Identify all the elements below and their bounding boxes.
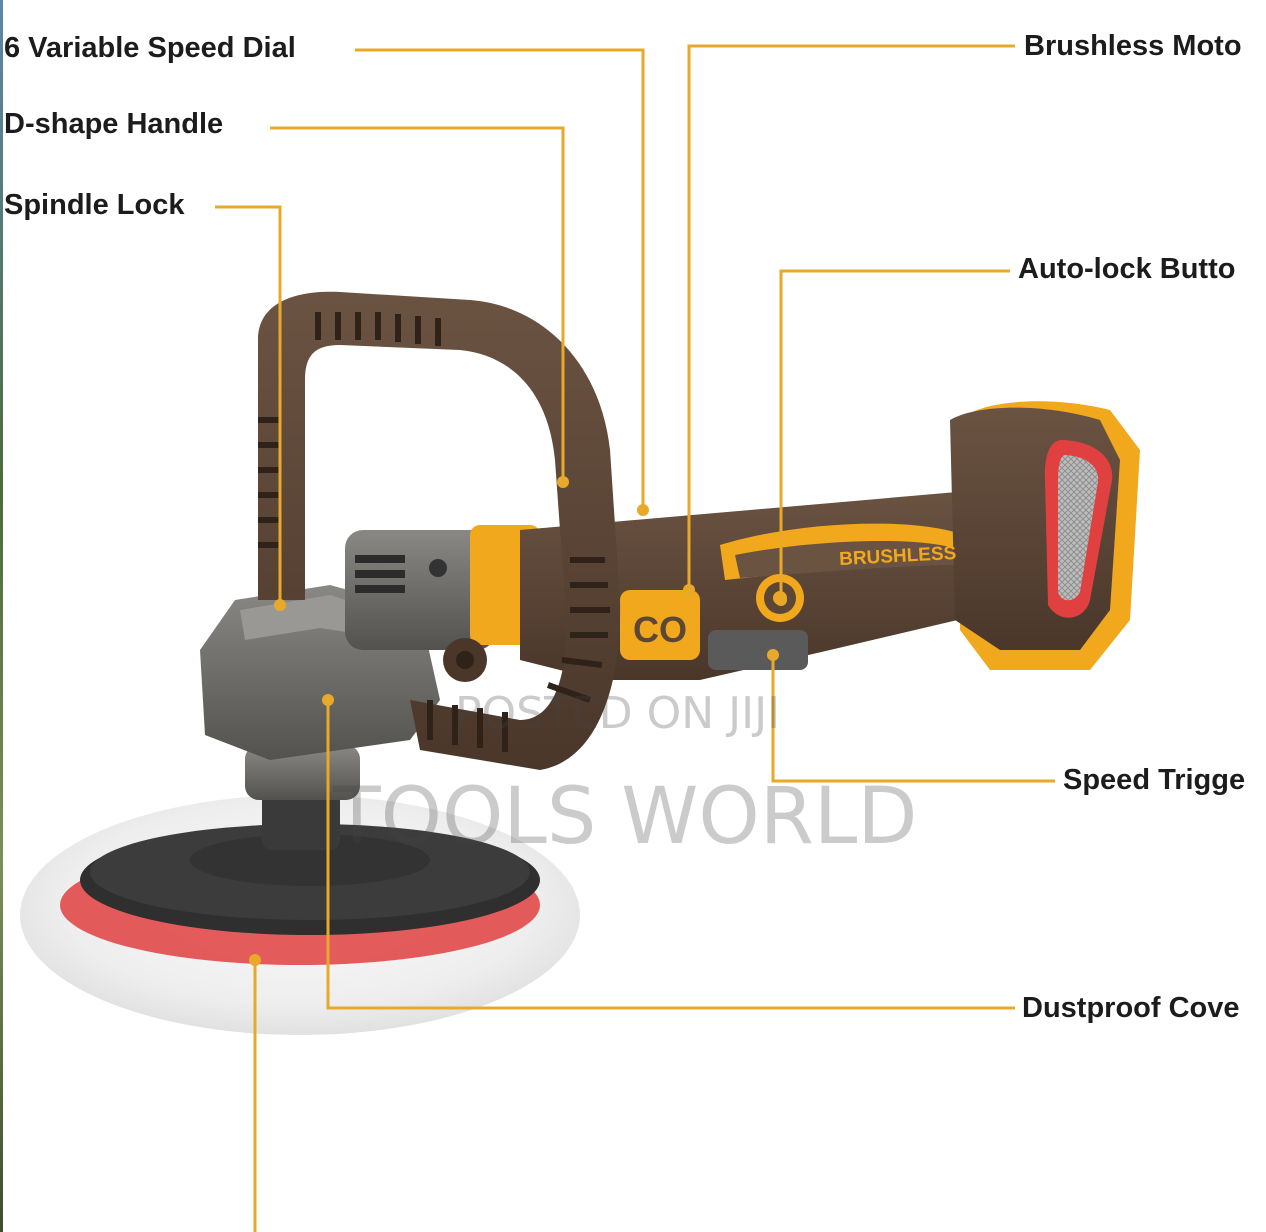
- battery-mount: [950, 401, 1140, 670]
- brand-badge-text: CO: [633, 609, 687, 650]
- wool-pad: [20, 795, 580, 1035]
- leader-dots: [249, 476, 787, 966]
- leader-speed-dial: [355, 48, 645, 510]
- leader-auto-lock: [779, 269, 1010, 600]
- d-shape-handle: [258, 291, 621, 770]
- left-edge-strip: [0, 0, 3, 1232]
- callout-speed-dial: 6 Variable Speed Dial: [4, 32, 296, 64]
- leader-speed-trigger: [771, 655, 1055, 783]
- callout-d-shape-handle: D-shape Handle: [4, 108, 224, 140]
- leader-spindle-lock: [215, 205, 282, 605]
- leader-d-handle: [270, 126, 565, 482]
- callout-dustproof-cover: Dustproof Cove: [1022, 992, 1240, 1024]
- leader-dustproof-cover: [326, 700, 1015, 1010]
- callout-brushless-motor: Brushless Moto: [1024, 30, 1242, 62]
- watermark-posted-on-jiji: POSTED ON JIJI: [455, 688, 781, 739]
- watermark-tools-world: TOOLS WORLD: [333, 772, 918, 862]
- callout-speed-trigger: Speed Trigge: [1063, 764, 1246, 796]
- leader-brushless-motor: [687, 44, 1015, 590]
- callout-spindle-lock: Spindle Lock: [4, 189, 185, 221]
- callout-auto-lock-button: Auto-lock Butto: [1018, 253, 1236, 285]
- leader-lines: [215, 44, 1055, 1232]
